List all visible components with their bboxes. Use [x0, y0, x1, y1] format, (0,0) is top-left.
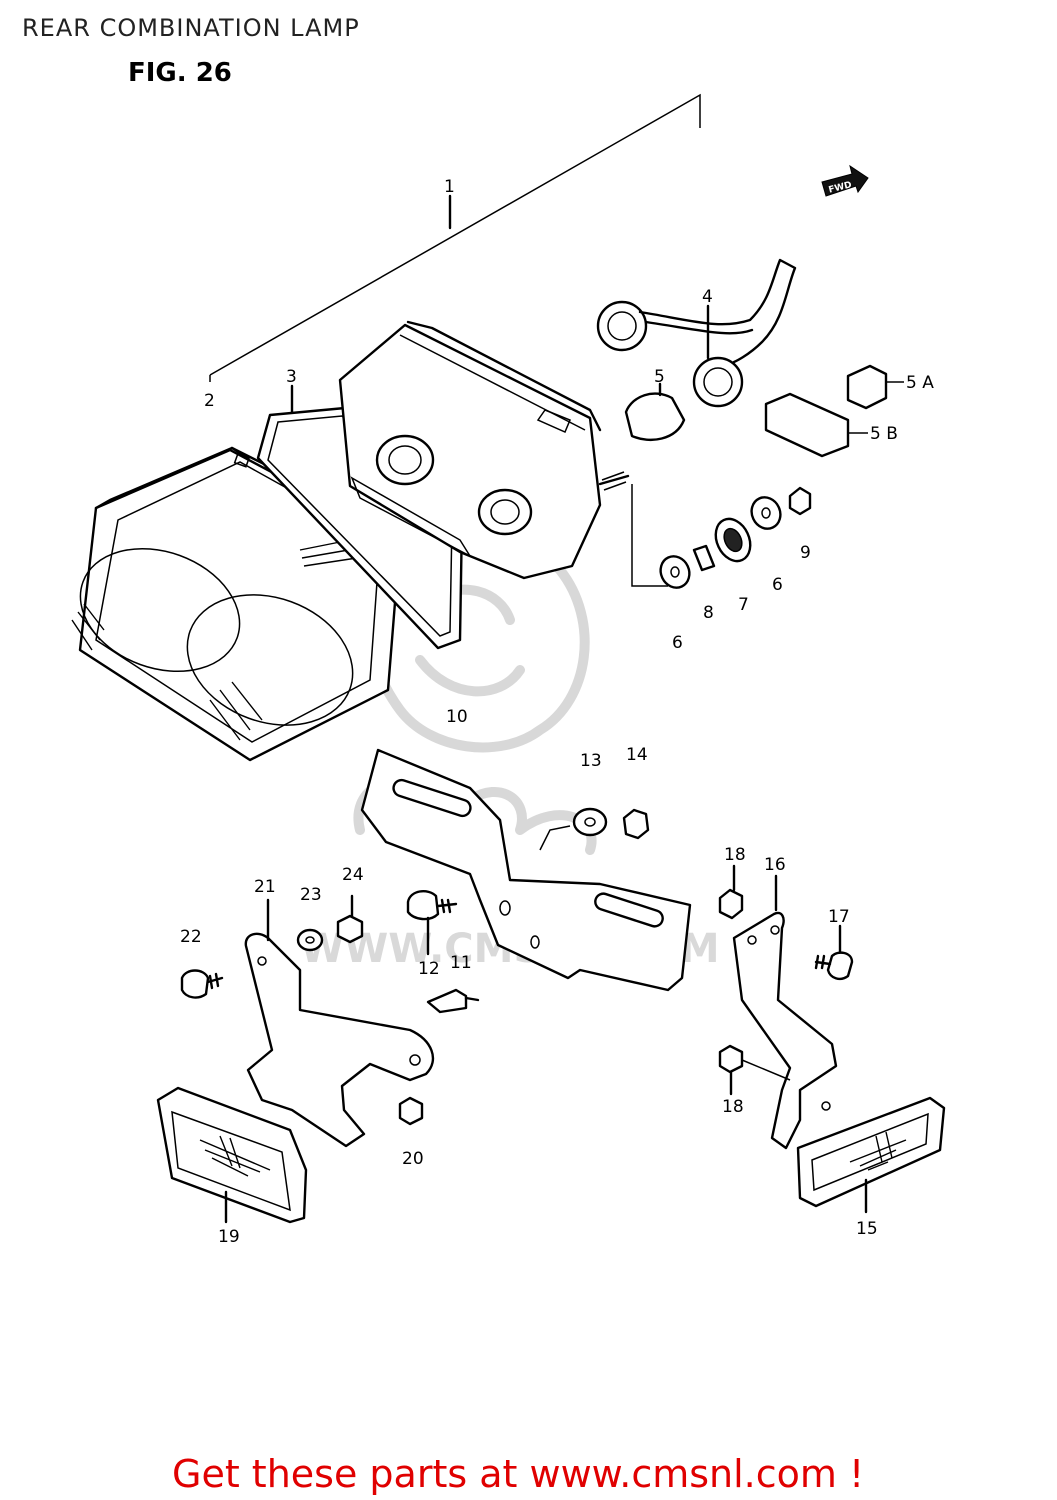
nut-18-upper: [718, 864, 744, 920]
callout-2: 2: [204, 391, 215, 411]
figure-label: FIG. 26: [128, 58, 232, 88]
washer-13: [572, 807, 608, 837]
filler-block-5a: [846, 364, 904, 410]
callout-labels: 1 2 3 4 5 5 A 5 B 6 6 7 8 9 10 11 12 13 …: [180, 177, 934, 1247]
callout-17: 17: [828, 907, 850, 927]
lamp-housing: [338, 320, 630, 580]
callout-19: 19: [218, 1227, 240, 1247]
reflector-right: [796, 1096, 946, 1214]
nut-20: [398, 1096, 424, 1126]
nut-18-lower: [718, 1044, 744, 1096]
callout-22: 22: [180, 927, 202, 947]
callout-24: 24: [342, 865, 364, 885]
page-title: REAR COMBINATION LAMP: [22, 14, 360, 42]
assembly-bracket-1: [209, 93, 701, 382]
callout-5a: 5 A: [906, 373, 934, 393]
callout-15: 15: [856, 1219, 878, 1239]
filler-block-5b: [764, 392, 868, 458]
reflector-bracket-right: [732, 874, 838, 1150]
mounting-hardware: [631, 484, 812, 589]
screw-17: [814, 924, 854, 981]
callout-10: 10: [446, 707, 468, 727]
bulb-11: [426, 988, 480, 1014]
callout-18-upper: 18: [724, 845, 746, 865]
reflector-left: [156, 1086, 308, 1224]
nut-14: [622, 808, 650, 840]
bulb: [624, 382, 686, 442]
callout-9: 9: [800, 543, 811, 563]
callout-23: 23: [300, 885, 322, 905]
callout-1: 1: [444, 177, 455, 197]
callout-5: 5: [654, 367, 665, 387]
callout-21: 21: [254, 877, 276, 897]
washer-23: [296, 928, 324, 952]
callout-7: 7: [738, 595, 749, 615]
nut-24: [336, 894, 364, 944]
callout-14: 14: [626, 745, 648, 765]
get-parts-link[interactable]: Get these parts at www.cmsnl.com !: [172, 1452, 865, 1496]
fwd-arrow-badge: FWD: [821, 164, 869, 197]
callout-5b: 5 B: [870, 424, 898, 444]
callout-20: 20: [402, 1149, 424, 1169]
plate-bracket: [360, 748, 692, 992]
screw-12: [406, 890, 458, 956]
callout-4: 4: [702, 287, 713, 307]
reflector-bracket-left: [244, 898, 435, 1148]
callout-16: 16: [764, 855, 786, 875]
callout-13: 13: [580, 751, 602, 771]
callout-6-lower: 6: [672, 633, 683, 653]
callout-18-lower: 18: [722, 1097, 744, 1117]
callout-11: 11: [450, 953, 472, 973]
callout-12: 12: [418, 959, 440, 979]
callout-6-upper: 6: [772, 575, 783, 595]
bulb-socket-harness: [596, 258, 797, 408]
screw-22: [180, 969, 224, 999]
callout-8: 8: [703, 603, 714, 623]
callout-3: 3: [286, 367, 297, 387]
